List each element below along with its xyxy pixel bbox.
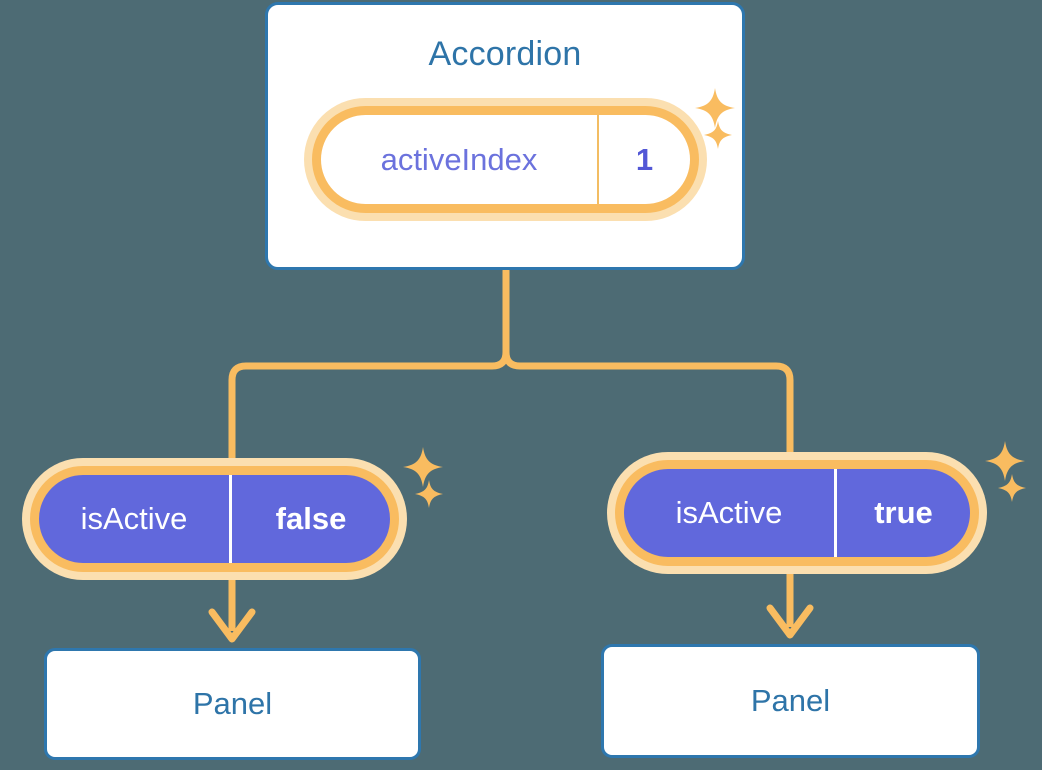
arrow-down-icon-right [766, 604, 814, 639]
state-pill-body: activeIndex 1 [312, 106, 699, 213]
state-pill-key: activeIndex [380, 141, 538, 177]
sparkle-icon [415, 480, 443, 508]
state-pill-body: isActive false [30, 466, 399, 572]
sparkle-icon [403, 447, 443, 487]
panel-box-right[interactable]: Panel [601, 644, 980, 758]
page-title: Accordion [428, 35, 582, 73]
panel-box-left[interactable]: Panel [44, 648, 421, 760]
arrow-down-icon-left [208, 608, 256, 643]
state-pill-body: isActive true [615, 460, 979, 566]
state-pill-value: true [834, 469, 970, 557]
wire-to-right-branch [502, 267, 794, 462]
state-pill-key: isActive [80, 501, 188, 536]
state-pill-active-index[interactable]: activeIndex 1 [304, 98, 707, 221]
state-pill-value: false [229, 475, 390, 563]
state-pill-is-active-left[interactable]: isActive false [22, 458, 407, 580]
sparkle-icon [985, 441, 1025, 481]
wire-to-left-branch [228, 267, 510, 462]
state-pill-value: 1 [597, 115, 690, 204]
sparkle-icon [998, 474, 1026, 502]
panel-label: Panel [750, 683, 831, 718]
state-pill-is-active-right[interactable]: isActive true [607, 452, 987, 574]
panel-label: Panel [192, 686, 273, 721]
state-pill-key: isActive [675, 495, 783, 530]
